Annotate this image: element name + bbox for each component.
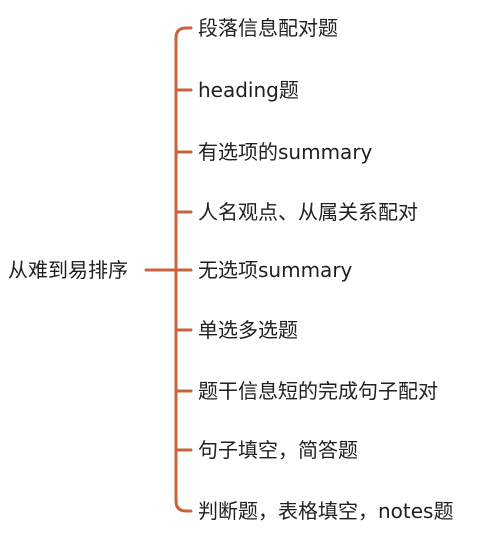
branch-connector-9	[174, 499, 193, 513]
branch-topic-2: heading题	[198, 78, 299, 102]
root-topic: 从难到易排序	[8, 258, 128, 282]
branch-topic-8: 句子填空，简答题	[198, 438, 358, 462]
branch-topic-1: 段落信息配对题	[198, 16, 338, 40]
branch-topic-5: 无选项summary	[198, 258, 353, 282]
branch-topic-6: 单选多选题	[198, 318, 298, 342]
branch-topic-9: 判断题，表格填空，notes题	[198, 499, 454, 523]
branch-topic-4: 人名观点、从属关系配对	[198, 200, 418, 224]
branch-connector-1	[174, 26, 193, 40]
branch-topic-7: 题干信息短的完成句子配对	[198, 379, 438, 403]
branch-topic-3: 有选项的summary	[198, 140, 373, 164]
